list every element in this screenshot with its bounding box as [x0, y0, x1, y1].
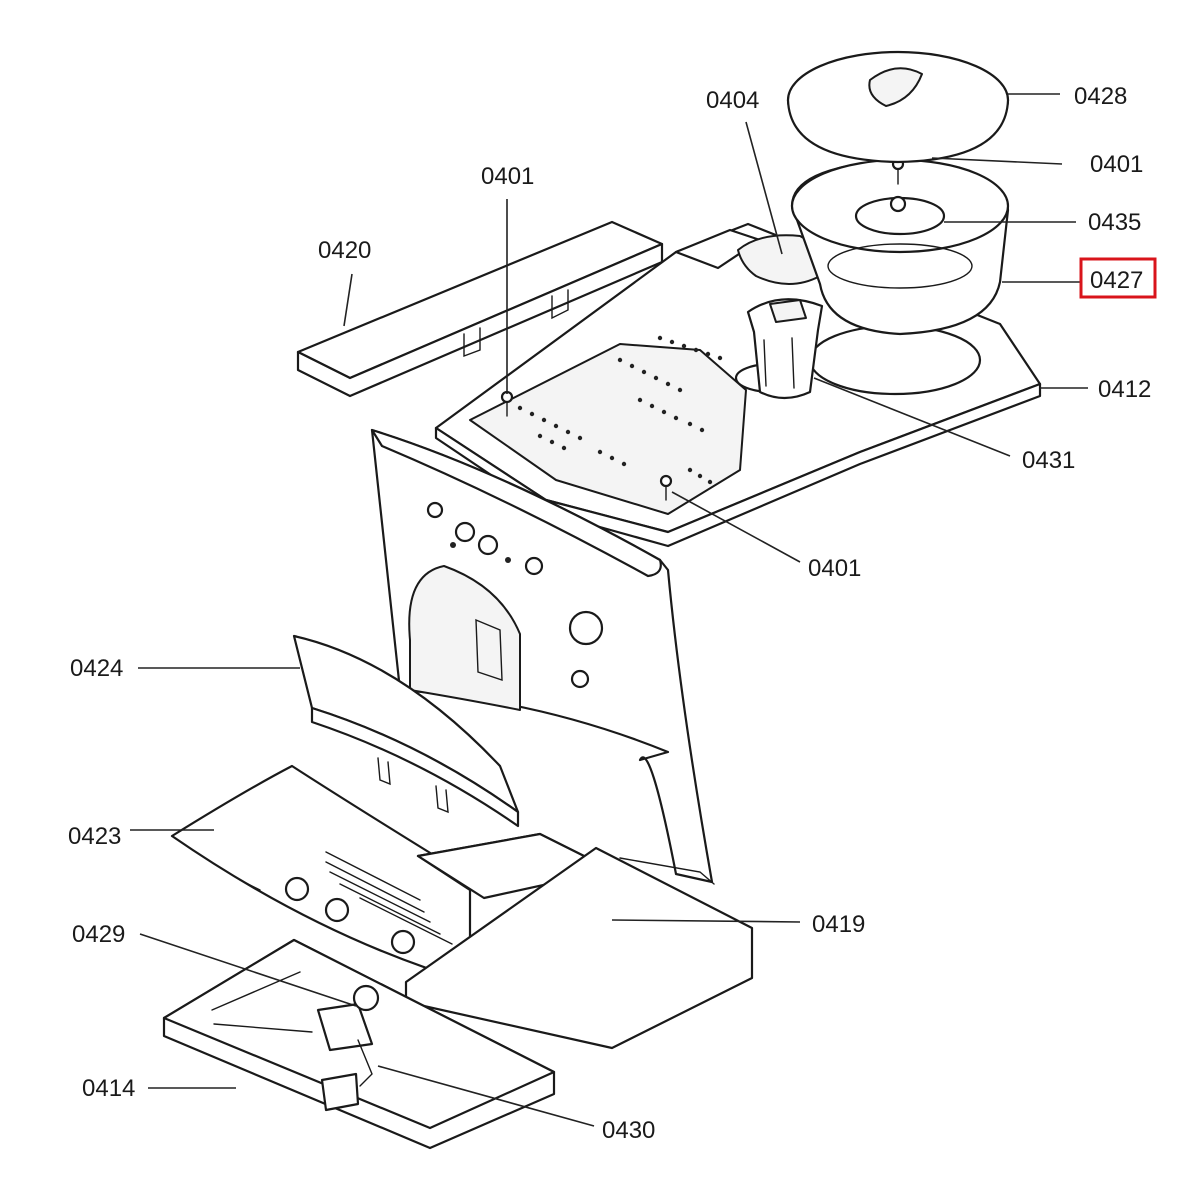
part-0431-chute[interactable]	[746, 298, 824, 400]
callout-0404[interactable]: 0404	[706, 87, 759, 114]
callout-labels: 0401 0420 0404 0428 0401 0435 0427 0412 …	[68, 83, 1151, 1144]
part-0419-container[interactable]	[404, 832, 754, 1050]
callout-0430[interactable]: 0430	[602, 1117, 655, 1144]
screw-0401-front[interactable]	[659, 474, 673, 501]
part-0424-panel[interactable]	[292, 634, 520, 828]
callout-0428[interactable]: 0428	[1074, 83, 1127, 110]
callout-0427[interactable]: 0427	[1090, 267, 1143, 294]
callout-0414[interactable]: 0414	[82, 1075, 135, 1102]
front-panel-controls[interactable]	[426, 501, 604, 689]
callout-0423[interactable]: 0423	[68, 823, 121, 850]
callout-0401-screw-left[interactable]: 0401	[481, 163, 534, 190]
callout-0429[interactable]: 0429	[72, 921, 125, 948]
callout-0401-top-right[interactable]: 0401	[1090, 151, 1143, 178]
part-0430-holder[interactable]	[320, 1039, 373, 1112]
callout-0424[interactable]: 0424	[70, 655, 123, 682]
part-0435-disc[interactable]	[854, 195, 946, 236]
part-0429-float[interactable]	[316, 984, 380, 1052]
callout-0431[interactable]: 0431	[1022, 447, 1075, 474]
front-panel[interactable]	[370, 428, 714, 884]
leader-lines	[130, 93, 1088, 1127]
part-0428-lid[interactable]	[786, 50, 1010, 164]
highlight-box-0427	[1079, 257, 1157, 299]
cover-vent-holes	[517, 335, 723, 485]
callout-0412[interactable]: 0412	[1098, 376, 1151, 403]
callout-0401-lower[interactable]: 0401	[808, 555, 861, 582]
callout-0435[interactable]: 0435	[1088, 209, 1141, 236]
callout-0419[interactable]: 0419	[812, 911, 865, 938]
callout-0420[interactable]: 0420	[318, 237, 371, 264]
part-0423-grid[interactable]	[170, 764, 502, 984]
